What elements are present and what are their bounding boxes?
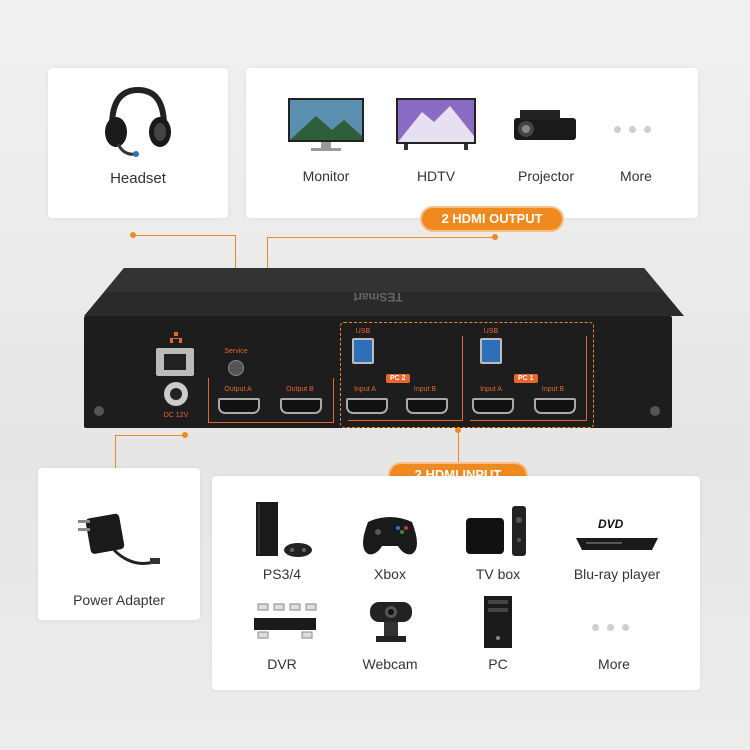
hdmi-input-b-port xyxy=(534,398,576,414)
input-device-label: TV box xyxy=(475,566,521,582)
headset-label: Headset xyxy=(110,170,166,187)
input-device-label: PS3/4 xyxy=(262,566,302,582)
output-device-label: Projector xyxy=(517,168,575,184)
usb-label: USB xyxy=(355,328,371,335)
power-connector-line xyxy=(115,435,116,469)
connector-dot xyxy=(182,432,188,438)
connector-dot xyxy=(492,234,498,240)
webcam-icon xyxy=(370,602,412,642)
dvd-player-icon: DVD xyxy=(576,517,658,550)
power-adapter-icon xyxy=(78,513,160,565)
service-label: Service xyxy=(224,348,248,355)
hdmi-output-b-port xyxy=(280,398,322,414)
input-device-label: DVR xyxy=(267,656,297,672)
input-device-label: PC xyxy=(488,656,508,672)
output-more-dots-icon xyxy=(610,120,655,138)
power-connector-line xyxy=(115,435,185,436)
input-more-dots-icon xyxy=(588,618,633,636)
ethernet-icon xyxy=(170,332,182,343)
output-b-label: Output B xyxy=(286,386,314,393)
service-port xyxy=(228,360,244,376)
connector-dot xyxy=(130,232,136,238)
mount-screw xyxy=(94,406,104,416)
input-device-label: Webcam xyxy=(362,656,418,672)
projector-icon xyxy=(514,110,576,140)
output-a-label: Output A xyxy=(224,386,252,393)
input-devices-card: DVD PS3/4 Xbox TV box Blu-ray player xyxy=(212,476,700,690)
usb-port-pc2 xyxy=(352,338,374,364)
headset-card: Headset xyxy=(48,68,228,218)
input-b-label: Input B xyxy=(541,386,565,393)
hdmi-output-a-port xyxy=(218,398,260,414)
pc1-badge: PC 1 xyxy=(514,374,538,383)
ethernet-port xyxy=(156,348,194,376)
input-device-label: Blu-ray player xyxy=(573,566,661,582)
headset-connector-line xyxy=(133,235,235,236)
hdmi-input-a-port xyxy=(346,398,388,414)
dc-power-jack xyxy=(164,382,188,406)
output-badge: 2 HDMI OUTPUT xyxy=(420,206,564,232)
input-device-label: Xbox xyxy=(374,566,406,582)
svg-text:DVD: DVD xyxy=(598,517,624,531)
kvm-switch-top xyxy=(84,268,684,316)
pc2-frame xyxy=(348,336,463,421)
input-connector-line xyxy=(458,430,459,464)
headset-icon xyxy=(105,86,171,157)
pc-tower-icon xyxy=(484,596,512,648)
gamepad-icon xyxy=(363,517,417,555)
input-section-frame xyxy=(340,322,594,428)
output-devices-card: Monitor HDTV Projector More xyxy=(246,68,698,218)
pc1-frame xyxy=(470,336,587,421)
usb-port-pc1 xyxy=(480,338,502,364)
output-device-label: More xyxy=(620,168,652,184)
hdtv-icon xyxy=(396,98,476,150)
input-a-label: Input A xyxy=(480,386,502,393)
dvr-icon xyxy=(254,603,317,639)
game-console-icon xyxy=(256,502,312,557)
pc2-badge: PC 2 xyxy=(386,374,410,383)
kvm-switch-front-panel: DC 12V Service Output A Output B USB PC … xyxy=(84,316,672,428)
tv-box-icon xyxy=(466,506,526,556)
hdmi-input-b-port xyxy=(406,398,448,414)
mount-screw xyxy=(650,406,660,416)
output-device-label: Monitor xyxy=(302,168,350,184)
output-section-frame xyxy=(208,378,334,423)
hdmi-input-a-port xyxy=(472,398,514,414)
input-b-label: Input B xyxy=(413,386,437,393)
output-connector-line xyxy=(267,237,495,238)
input-a-label: Input A xyxy=(354,386,376,393)
power-adapter-card: Power Adapter xyxy=(38,468,200,620)
power-adapter-label: Power Adapter xyxy=(73,592,165,608)
brand-logo: TESmart xyxy=(353,290,403,304)
connector-dot xyxy=(455,427,461,433)
usb-label: USB xyxy=(483,328,499,335)
input-device-label: More xyxy=(598,656,630,672)
monitor-icon xyxy=(288,98,364,151)
output-device-label: HDTV xyxy=(416,168,456,184)
dc-label: DC 12V xyxy=(163,412,189,419)
